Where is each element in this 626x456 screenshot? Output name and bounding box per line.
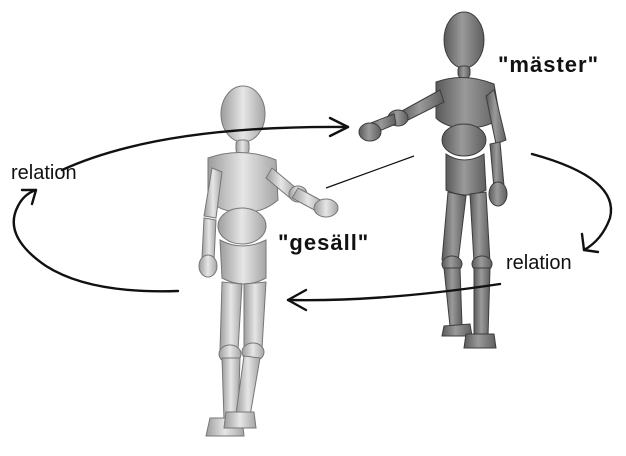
relation-cycle xyxy=(14,118,611,310)
journeyman-label: "gesäll" xyxy=(278,230,369,256)
master-label: "mäster" xyxy=(498,52,599,78)
right-arrowhead xyxy=(582,234,598,252)
relation-label-left: relation xyxy=(11,162,77,185)
journeyman-figure xyxy=(199,86,338,436)
right-arrow xyxy=(532,154,611,250)
left-arrow xyxy=(14,190,178,291)
top-arrow xyxy=(62,127,348,170)
connector-line xyxy=(326,156,414,188)
bottom-arrow xyxy=(288,284,500,300)
relation-label-right: relation xyxy=(506,252,572,275)
